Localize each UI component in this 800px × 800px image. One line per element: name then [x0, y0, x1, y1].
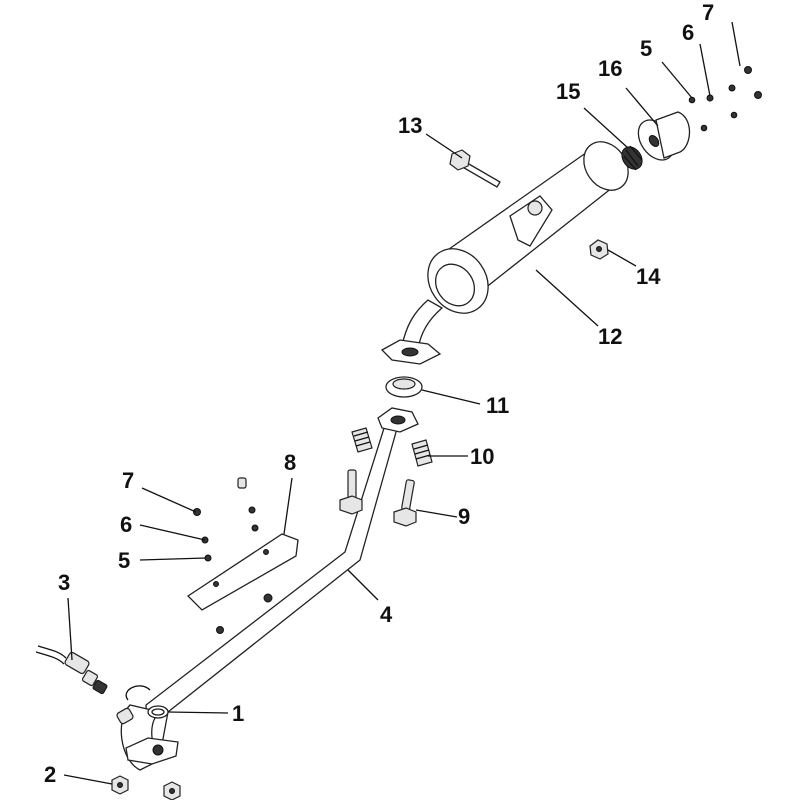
spark-arrestor-screen	[621, 145, 643, 171]
callout-8: 8	[284, 450, 296, 475]
callout-7-upper: 7	[702, 0, 714, 25]
pipe-upper-flange	[377, 407, 419, 433]
exhaust-pipe	[125, 418, 401, 756]
spring-right	[411, 439, 433, 467]
callout-12: 12	[598, 324, 622, 349]
callouts: 1 2 3 4 5 5 6 6 7 7 8 9 10 11 12 13 14 1…	[44, 0, 714, 787]
flange-nut	[589, 239, 609, 260]
nut-left	[111, 775, 129, 795]
lower-flange	[125, 737, 179, 765]
callout-6-lower: 6	[120, 512, 132, 537]
callout-16: 16	[598, 56, 622, 81]
callout-13: 13	[398, 113, 422, 138]
pipe-sleeve	[116, 707, 134, 725]
muffler-bracket	[186, 533, 299, 611]
mounting-bolt	[449, 149, 501, 188]
callout-4: 4	[380, 602, 393, 627]
end-cap-hardware	[688, 66, 762, 132]
callout-11: 11	[486, 393, 509, 418]
stud-right	[393, 479, 417, 527]
muffler-gasket	[385, 376, 423, 398]
callout-15: 15	[556, 79, 580, 104]
callout-3: 3	[58, 570, 70, 595]
callout-5-lower: 5	[118, 548, 130, 573]
bracket-hardware-right	[237, 477, 259, 532]
callout-7-lower: 7	[122, 468, 134, 493]
muffler	[380, 141, 629, 365]
callout-10: 10	[470, 444, 494, 469]
bracket-hardware-left	[193, 508, 212, 562]
callout-1: 1	[232, 701, 244, 726]
spring-left	[351, 427, 373, 453]
oxygen-sensor	[35, 645, 108, 695]
pipe-boss-upper	[263, 593, 273, 603]
stud-left	[339, 469, 363, 515]
callout-2: 2	[44, 762, 56, 787]
gasket-inner	[151, 708, 165, 716]
end-cap	[637, 111, 691, 161]
callout-14: 14	[636, 264, 661, 289]
leader-lines	[63, 21, 741, 785]
callout-5-upper: 5	[640, 36, 652, 61]
nut-right	[163, 781, 181, 800]
callout-6-upper: 6	[682, 20, 694, 45]
pipe-boss-lower	[216, 626, 224, 634]
callout-9: 9	[458, 504, 470, 529]
